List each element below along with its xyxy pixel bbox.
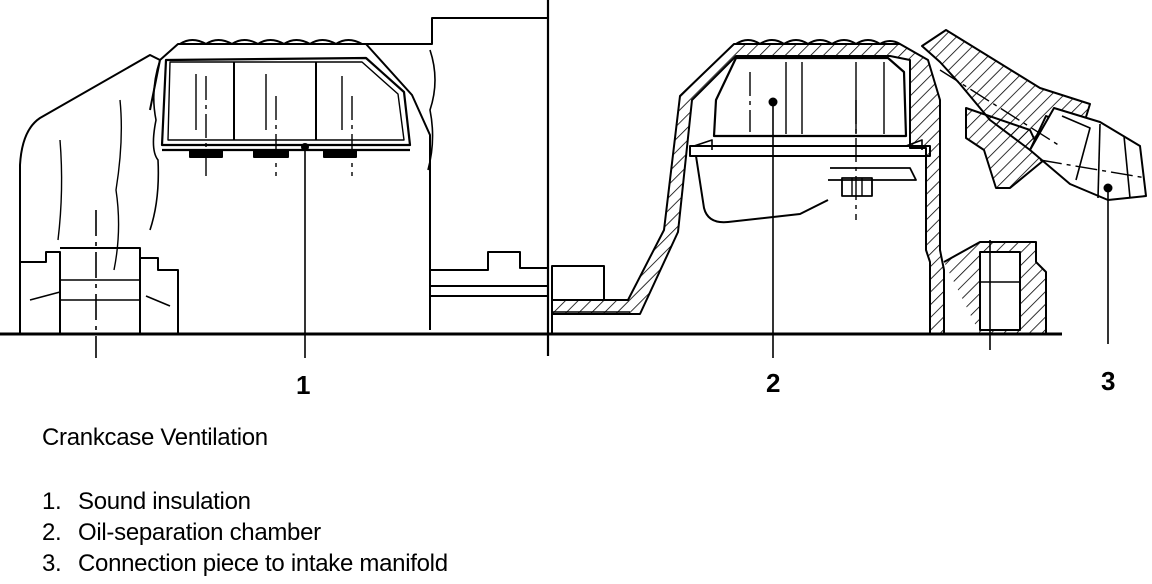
legend-item: 1. Sound insulation (42, 486, 448, 517)
oil-separation-chamber (689, 56, 931, 224)
right-housing (551, 39, 1047, 350)
legend-item: 2. Oil-separation chamber (42, 517, 448, 548)
legend-item-number: 3. (42, 550, 62, 577)
sound-insulation (160, 56, 412, 176)
crankcase-ventilation-diagram (0, 0, 1147, 358)
left-housing (0, 0, 1062, 358)
cover-arch (149, 43, 431, 330)
legend-item-text: Sound insulation (78, 488, 251, 515)
connection-piece (921, 29, 1147, 201)
outer-contour (19, 54, 161, 334)
legend-item-number: 1. (42, 488, 62, 515)
callout-number-3: 3 (1101, 366, 1116, 396)
legend-item-text: Connection piece to intake manifold (78, 550, 448, 577)
callout-number-1: 1 (296, 370, 311, 400)
legend-item-text: Oil-separation chamber (78, 519, 321, 546)
callout-number-2: 2 (766, 368, 781, 398)
legend-list: 1. Sound insulation 2. Oil-separation cham… (42, 486, 448, 579)
caption-title: Crankcase Ventilation (42, 424, 268, 451)
legend-item: 3. Connection piece to intake manifold (42, 548, 448, 579)
cover-top-edge (179, 39, 363, 45)
upper-block (366, 17, 548, 45)
legend-item-number: 2. (42, 519, 62, 546)
